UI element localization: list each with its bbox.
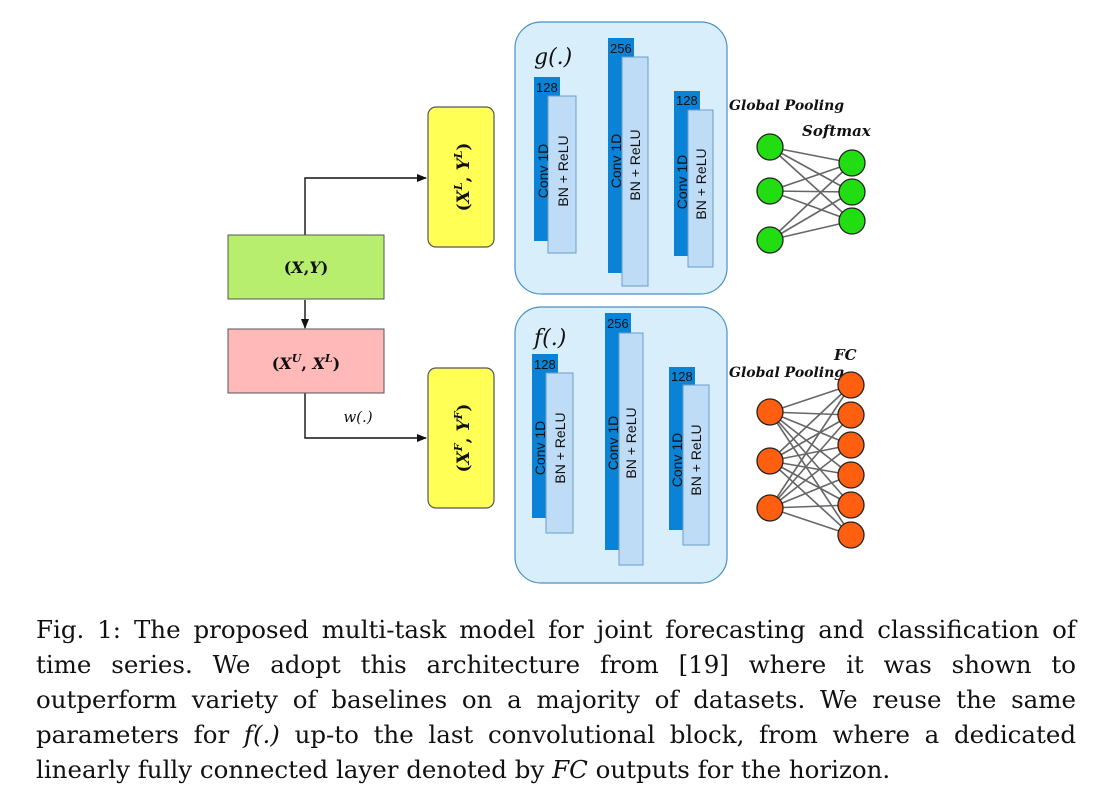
forecast-nodes	[756, 371, 865, 549]
lower-block-3-filters: 128	[671, 369, 693, 384]
weight-fn-label: w(.)	[343, 408, 372, 426]
fc-label: FC	[833, 346, 857, 364]
caption-f: f(.)	[243, 720, 280, 749]
upper-model: g(.) 128 Conv 1D BN + ReLU 256 Conv 1D B…	[514, 21, 728, 295]
labeled-box	[427, 106, 495, 248]
lower-model: f(.) 128 Conv 1D BN + ReLU 256 Conv 1D B…	[514, 306, 728, 584]
forecast-network: Global Pooling FC	[729, 346, 865, 549]
upper-block-3: 128 Conv 1D BN + ReLU	[674, 91, 714, 268]
upper-block-2-conv: Conv 1D	[608, 134, 624, 188]
upper-pooling-label: Global Pooling	[729, 98, 844, 114]
upper-block-2-filters: 256	[610, 41, 632, 56]
upper-block-3-bn: BN + ReLU	[693, 148, 709, 219]
upper-block-2: 256 Conv 1D BN + ReLU	[608, 38, 649, 287]
lower-block-2-conv: Conv 1D	[605, 416, 621, 470]
arrow-to-labeled	[304, 174, 427, 235]
classifier-nodes	[756, 133, 866, 254]
upper-block-2-bn: BN + ReLU	[627, 129, 643, 200]
lower-block-2: 256 Conv 1D BN + ReLU	[605, 313, 644, 566]
xuxl-box	[227, 328, 385, 394]
forecast-edges	[769, 384, 852, 536]
caption-suffix: outputs for the horizon.	[587, 755, 891, 784]
caption-middle: up-to the last convolutional block, from…	[36, 720, 1077, 784]
lower-pooling-label: Global Pooling	[729, 365, 844, 381]
xy-box	[227, 234, 385, 300]
upper-block-3-conv: Conv 1D	[674, 155, 690, 209]
lower-block-1-conv: Conv 1D	[532, 421, 548, 475]
xuxl-label: (XU, XL)	[272, 352, 340, 373]
upper-block-1-filters: 128	[536, 80, 558, 95]
figure-caption: Fig. 1: The proposed multi-task model fo…	[36, 612, 1076, 787]
lower-block-2-bn: BN + ReLU	[623, 407, 639, 478]
arrow-to-forecast	[304, 393, 427, 442]
xy-label: (X,Y)	[284, 258, 329, 277]
caption-fc: FC	[552, 755, 588, 784]
upper-block-1-conv: Conv 1D	[535, 144, 551, 198]
caption-prefix: Fig. 1: The proposed multi-task model fo…	[36, 615, 1076, 749]
lower-block-3: 128 Conv 1D BN + ReLU	[669, 367, 710, 546]
lower-block-3-conv: Conv 1D	[669, 433, 685, 487]
lower-block-1: 128 Conv 1D BN + ReLU	[532, 354, 574, 534]
lower-block-1-filters: 128	[534, 357, 556, 372]
connectors	[301, 174, 427, 442]
lower-block-1-bn: BN + ReLU	[552, 412, 568, 483]
softmax-label: Softmax	[802, 122, 872, 140]
classifier-network: Global Pooling Softmax	[729, 98, 872, 254]
lower-block-2-filters: 256	[607, 316, 629, 331]
forecast-label: (XF, YF)	[452, 404, 474, 473]
labeled-label: (XL, YL)	[452, 143, 474, 212]
lower-model-label: f(.)	[532, 326, 566, 351]
lower-block-3-bn: BN + ReLU	[688, 424, 704, 495]
classifier-edges	[769, 146, 853, 241]
upper-block-3-filters: 128	[676, 93, 698, 108]
upper-block-1-bn: BN + ReLU	[555, 135, 571, 206]
upper-block-1: 128 Conv 1D BN + ReLU	[534, 77, 577, 254]
upper-model-label: g(.)	[534, 45, 572, 70]
forecast-box	[427, 367, 495, 509]
